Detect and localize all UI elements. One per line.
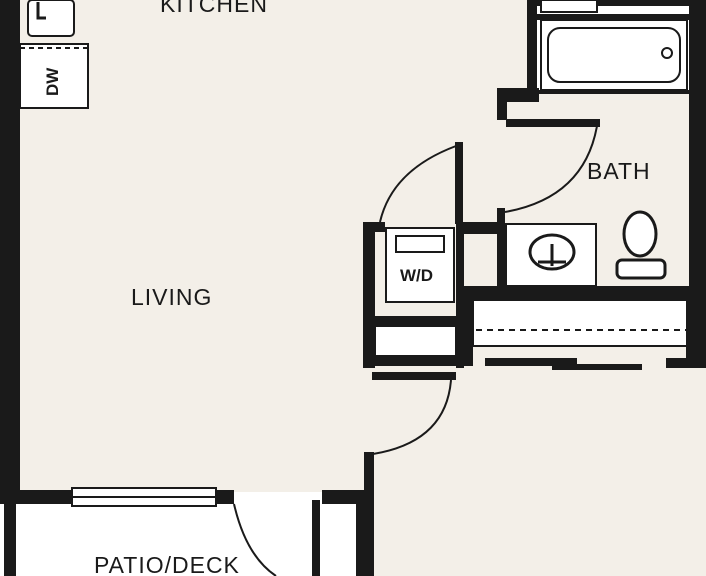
wall-wd-bottom [363, 316, 463, 326]
wall-wd-right [456, 222, 464, 368]
wall-patio-left [4, 504, 16, 576]
washer-dryer: W/D [385, 227, 455, 303]
tub-drain-icon [661, 47, 673, 59]
wall-top-right-strip [537, 0, 689, 6]
patio-slider [71, 487, 217, 507]
wd-shelf [374, 325, 457, 357]
closet-shelf-box [472, 299, 688, 347]
wall-bath-bottom [463, 286, 706, 300]
toilet-tank-icon [615, 258, 667, 280]
wall-tub-top [537, 14, 689, 20]
wall-closet-left [463, 286, 473, 366]
wall-bedroom-left [364, 452, 374, 576]
vanity [505, 223, 597, 287]
toilet [615, 210, 667, 280]
toilet-bowl-icon [622, 210, 658, 258]
wall-closet-right [527, 0, 537, 92]
wall-wd-left [363, 222, 375, 368]
room-label-kitchen: KITCHEN [160, 0, 268, 17]
wall-hall-ledge [463, 222, 499, 234]
wall-living-bottom-right [322, 490, 374, 504]
wall-living-bottom-mid [216, 490, 234, 504]
wall-bath-door-header [506, 119, 600, 127]
wall-closet-bottom-a [485, 358, 577, 366]
wall-left [0, 0, 20, 498]
wall-hall-stub [455, 142, 463, 224]
wall-patio-right-2 [356, 500, 364, 576]
room-label-patio: PATIO/DECK [94, 552, 240, 576]
wd-label: W/D [400, 266, 433, 285]
wall-bath-top-cap [497, 88, 507, 120]
hall-door-swing [379, 145, 457, 223]
patio-door-swing [233, 503, 277, 576]
sink-icon [27, 0, 75, 37]
kitchen-counter: DW [19, 0, 89, 109]
wall-closet-bottom-b [552, 364, 642, 370]
wall-closet-right-end [686, 286, 706, 366]
wall-wd-lower [363, 356, 463, 366]
room-label-bath: BATH [587, 158, 651, 184]
lower-right-floor [372, 360, 706, 576]
wall-bath-top-left [497, 88, 539, 102]
bath-door-swing [504, 125, 598, 213]
vanity-sink-icon [528, 233, 576, 271]
faucet-icon [36, 2, 46, 20]
bedroom-door-swing [372, 379, 452, 455]
vanity-faucet-icon [538, 244, 566, 266]
wall-wd-top [363, 222, 385, 232]
closet-shelf [472, 299, 688, 347]
wall-right-exterior-top [689, 0, 706, 295]
wall-tub-bottom [537, 90, 689, 94]
counter-edge [19, 43, 89, 109]
wall-living-bottom-left [0, 490, 72, 504]
dishwasher-label: DW [43, 67, 62, 96]
wall-bath-left [497, 208, 505, 298]
vanity-counter [505, 223, 597, 287]
bathtub [540, 19, 688, 91]
bathtub-inner [547, 27, 681, 83]
wd-panel [395, 235, 445, 253]
top-fixture [540, 0, 598, 13]
wall-patio-right [312, 500, 320, 576]
wall-closet-bottom-c [666, 358, 706, 368]
room-label-living: LIVING [131, 284, 212, 310]
wall-door-header [372, 372, 456, 380]
